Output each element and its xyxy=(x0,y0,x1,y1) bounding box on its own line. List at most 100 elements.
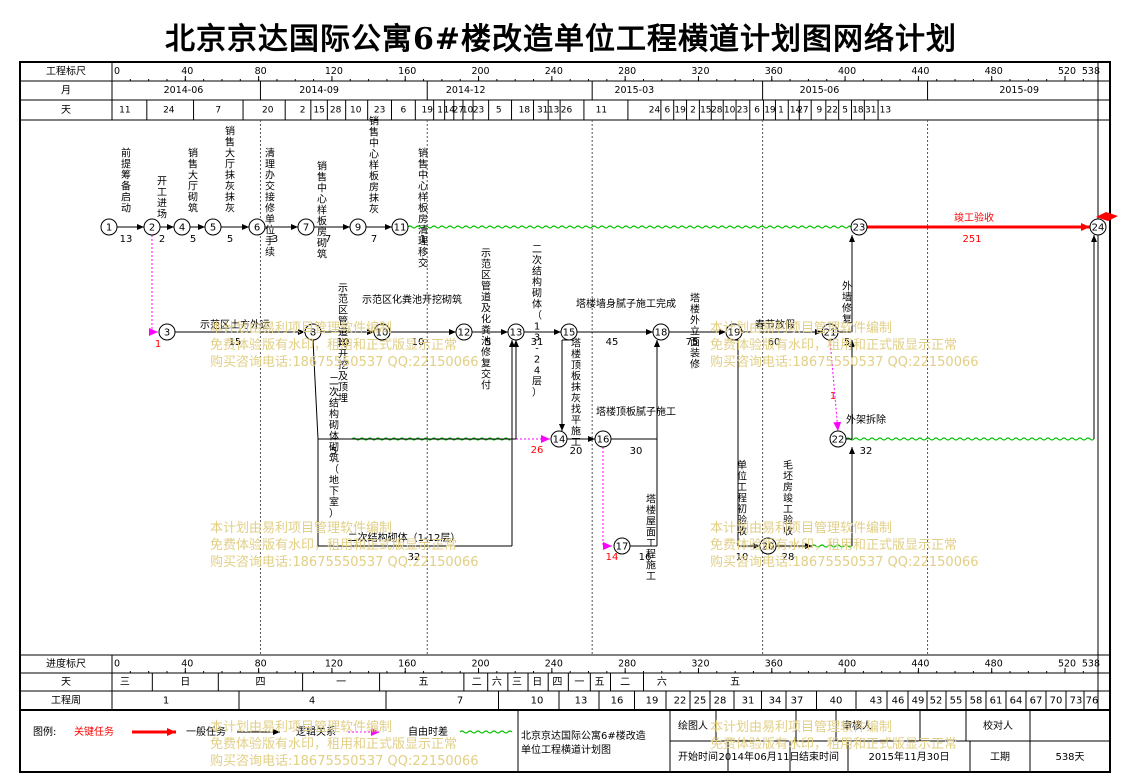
task-label-char: 及 xyxy=(481,302,491,314)
bottom-scale-tick-label: 40 xyxy=(181,659,193,670)
bottom-scale-tick-label: 280 xyxy=(618,659,636,670)
weekday-label: 五 xyxy=(419,677,429,688)
weekday-label: 三 xyxy=(120,677,130,688)
task-label-char: 交 xyxy=(265,179,275,192)
network-node: 9 xyxy=(349,218,367,236)
node-circle xyxy=(507,323,525,341)
task-label-char: 外 xyxy=(690,314,700,326)
task-label-char: 沟 xyxy=(338,336,348,349)
task-duration: 5 xyxy=(190,234,196,245)
month-label: 2014-09 xyxy=(299,85,339,96)
task-label-char: 付 xyxy=(481,378,491,391)
day-label: 24 xyxy=(163,106,175,116)
task-duration: 7 xyxy=(371,234,377,245)
task-label-char: 销 xyxy=(418,146,428,159)
task-label-char: 收 xyxy=(783,524,793,537)
free-float-label: 14 xyxy=(606,552,619,563)
task-duration: 5 xyxy=(331,446,337,457)
node-circle xyxy=(204,218,222,236)
task-label-char: 续 xyxy=(265,245,275,258)
week-label: 16 xyxy=(611,696,624,707)
task-label-char: 售 xyxy=(418,157,428,170)
task-label-char: 交 xyxy=(418,256,428,269)
free-float-wave xyxy=(811,544,853,548)
day-label: 23 xyxy=(374,106,385,116)
task-label-char: 顶 xyxy=(338,381,348,393)
bottom-scale-label: 进度标尺 xyxy=(46,657,86,670)
page-title: 北京京达国际公寓6#楼改造单位工程横道计划图网络计划 xyxy=(164,22,957,57)
node-circle xyxy=(297,218,315,236)
node-number: 2 xyxy=(149,223,155,234)
task-label-char: 下 xyxy=(329,486,339,497)
task-label-char: 抹 xyxy=(225,168,235,181)
task-label-char: 销 xyxy=(188,146,198,159)
task-label-char: 3 xyxy=(534,332,540,343)
legend-float-label: 自由时差 xyxy=(408,725,448,738)
task-label-char: 毛 xyxy=(783,459,793,471)
task-label-char: 顶 xyxy=(571,359,581,371)
task-duration: 5 xyxy=(227,234,233,245)
month-label: 2014-12 xyxy=(446,85,486,96)
week-label: 37 xyxy=(791,696,804,707)
task-label-char: 层 xyxy=(532,375,542,387)
week-label: 10 xyxy=(531,696,544,707)
day-label: 28 xyxy=(711,106,723,116)
task-label-char: 修 xyxy=(842,301,852,314)
legend-float-wave xyxy=(459,730,513,734)
task-duration: 15 xyxy=(229,337,242,348)
network-node: 15 xyxy=(560,323,578,341)
task-label-char: 面 xyxy=(646,527,656,538)
task-label-char: 粪 xyxy=(481,323,491,336)
task-label-char: 销 xyxy=(369,114,379,127)
task-label-char: 范 xyxy=(481,257,491,270)
logic-link xyxy=(829,339,842,432)
watermark-line: 购买咨询电话:18675550537 QQ:22150066 xyxy=(210,754,479,769)
week-label: 1 xyxy=(163,696,169,707)
node-circle xyxy=(158,323,176,341)
footer-project-name: 单位工程横道计划图 xyxy=(521,743,611,756)
task-label-char: 楼 xyxy=(690,302,700,315)
day-label: 1 xyxy=(778,106,784,116)
network-node: 4 xyxy=(173,218,191,236)
node-number: 24 xyxy=(1092,223,1105,234)
task-label-char: 售 xyxy=(188,157,198,170)
task-label-char: 移 xyxy=(418,245,428,258)
node-number: 18 xyxy=(655,328,668,339)
task-label-char: 2 xyxy=(534,354,540,365)
task-label-char: 工 xyxy=(571,437,581,448)
task-label-char: 塔 xyxy=(571,336,581,349)
top-scale-tick-label: 120 xyxy=(325,66,343,77)
task-label-char: 工 xyxy=(157,187,167,198)
node-number: 23 xyxy=(853,223,866,234)
node-number: 9 xyxy=(355,223,361,234)
network-node: 7 xyxy=(297,218,315,236)
top-scale-tick-label: 538 xyxy=(1082,66,1100,77)
week-label: 46 xyxy=(892,696,905,707)
task-label-char: 板 xyxy=(418,201,428,214)
task-label-char: 屋 xyxy=(646,515,656,527)
weekday-row-label: 天 xyxy=(61,677,71,688)
task-label-char: 售 xyxy=(369,125,379,138)
node-number: 21 xyxy=(824,328,837,339)
free-float-label: 1 xyxy=(155,339,161,350)
task-label-char: 施 xyxy=(646,558,656,571)
top-scale-tick-label: 200 xyxy=(471,66,489,77)
node-number: 19 xyxy=(728,328,741,339)
task-label-char: 售 xyxy=(317,170,327,183)
day-label: 10 xyxy=(350,106,362,116)
task-label-char: 收 xyxy=(737,524,747,537)
task-label-char: 构 xyxy=(329,407,339,420)
month-label: 2015-06 xyxy=(800,85,840,96)
watermark-block: 本计划由易利项目管理软件编制 免费体验版有水印，租用和正式版显示正常 购买咨询电… xyxy=(710,320,979,371)
week-label: 31 xyxy=(742,696,755,707)
week-label: 55 xyxy=(950,696,963,707)
day-label: 19 xyxy=(674,106,686,116)
task-label-char: 办 xyxy=(265,168,275,181)
task-label-char: 销 xyxy=(317,159,327,172)
node-number: 7 xyxy=(303,223,309,234)
top-scale-tick-label: 440 xyxy=(911,66,929,77)
top-scale-tick-label: 320 xyxy=(691,66,709,77)
task-label-char: 二 xyxy=(532,244,542,255)
